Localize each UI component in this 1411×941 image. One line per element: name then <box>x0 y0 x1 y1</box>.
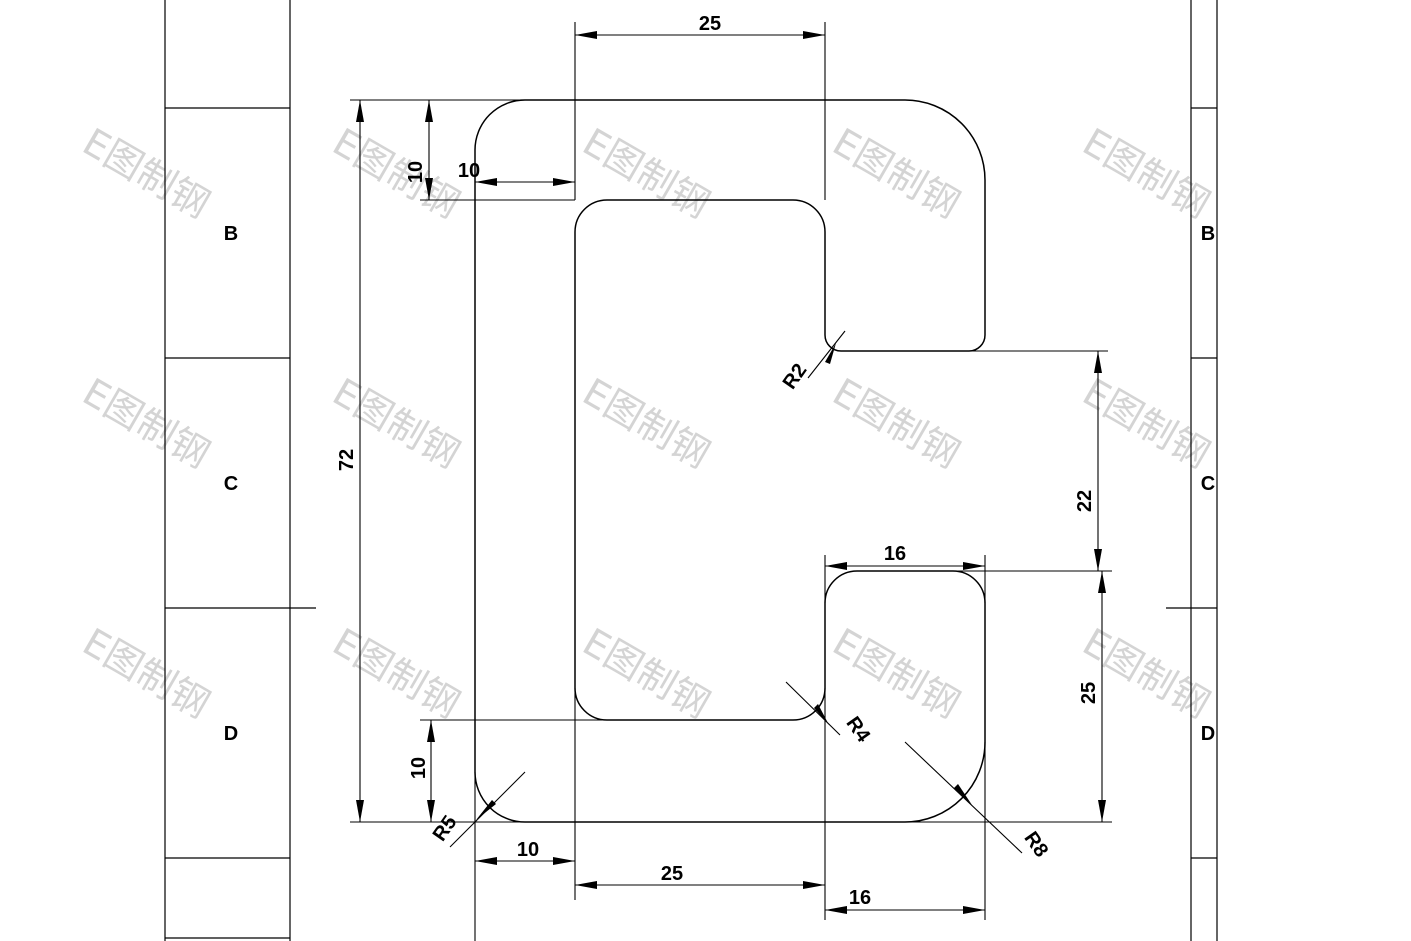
dim-bottom-mid: 25 <box>661 863 683 885</box>
zone-label-c: C <box>1201 473 1215 495</box>
watermark-text: E图制钢 <box>76 370 218 477</box>
watermark-text: E图制钢 <box>826 370 968 477</box>
left-zone-frame: B C D <box>164 0 316 941</box>
watermark-text: E图制钢 <box>326 620 468 727</box>
dim-inner-lip-height: 25 <box>1078 682 1100 704</box>
watermark-text: E图制钢 <box>326 120 468 227</box>
dim-left-flange: 10 <box>458 160 480 182</box>
dim-opening-gap: 22 <box>1074 490 1096 512</box>
zone-label-b: B <box>1201 223 1215 245</box>
watermark-text: E图制钢 <box>826 120 968 227</box>
dim-bottom-thickness: 10 <box>408 757 430 779</box>
c-profile-outline <box>474 99 986 823</box>
watermark-text: E图制钢 <box>1076 370 1218 477</box>
dim-bottom-right: 16 <box>849 887 871 909</box>
watermark-text: E图制钢 <box>576 120 718 227</box>
watermark-text: E图制钢 <box>1076 620 1218 727</box>
zone-label-d: D <box>1201 723 1215 745</box>
zone-label-b: B <box>224 223 238 245</box>
watermark-text: E图制钢 <box>576 620 718 727</box>
dim-top-width: 25 <box>699 13 721 35</box>
radius-label-r4: R4 <box>842 713 875 747</box>
radius-label-r2: R2 <box>779 360 812 394</box>
dim-overall-height: 72 <box>336 449 358 471</box>
radius-leaders <box>449 330 1023 854</box>
watermark-layer: E图制钢 E图制钢 E图制钢 E图制钢 E图制钢 E图制钢 E图制钢 E图制钢 … <box>76 120 1218 727</box>
dimension-labels: 25 10 10 72 22 16 25 10 10 25 16 R2 R4 R… <box>336 13 1100 909</box>
watermark-text: E图制钢 <box>1076 120 1218 227</box>
dimension-lines <box>350 22 1112 941</box>
dim-top-thickness: 10 <box>405 161 427 183</box>
radius-label-r8: R8 <box>1020 828 1053 862</box>
zone-label-d: D <box>224 723 238 745</box>
zone-label-c: C <box>224 473 238 495</box>
watermark-text: E图制钢 <box>826 620 968 727</box>
watermark-text: E图制钢 <box>576 370 718 477</box>
dim-bottom-left: 10 <box>517 839 539 861</box>
dim-inner-lip-width: 16 <box>884 543 906 565</box>
watermark-text: E图制钢 <box>76 120 218 227</box>
right-zone-frame: B C D <box>1166 0 1218 941</box>
watermark-text: E图制钢 <box>76 620 218 727</box>
